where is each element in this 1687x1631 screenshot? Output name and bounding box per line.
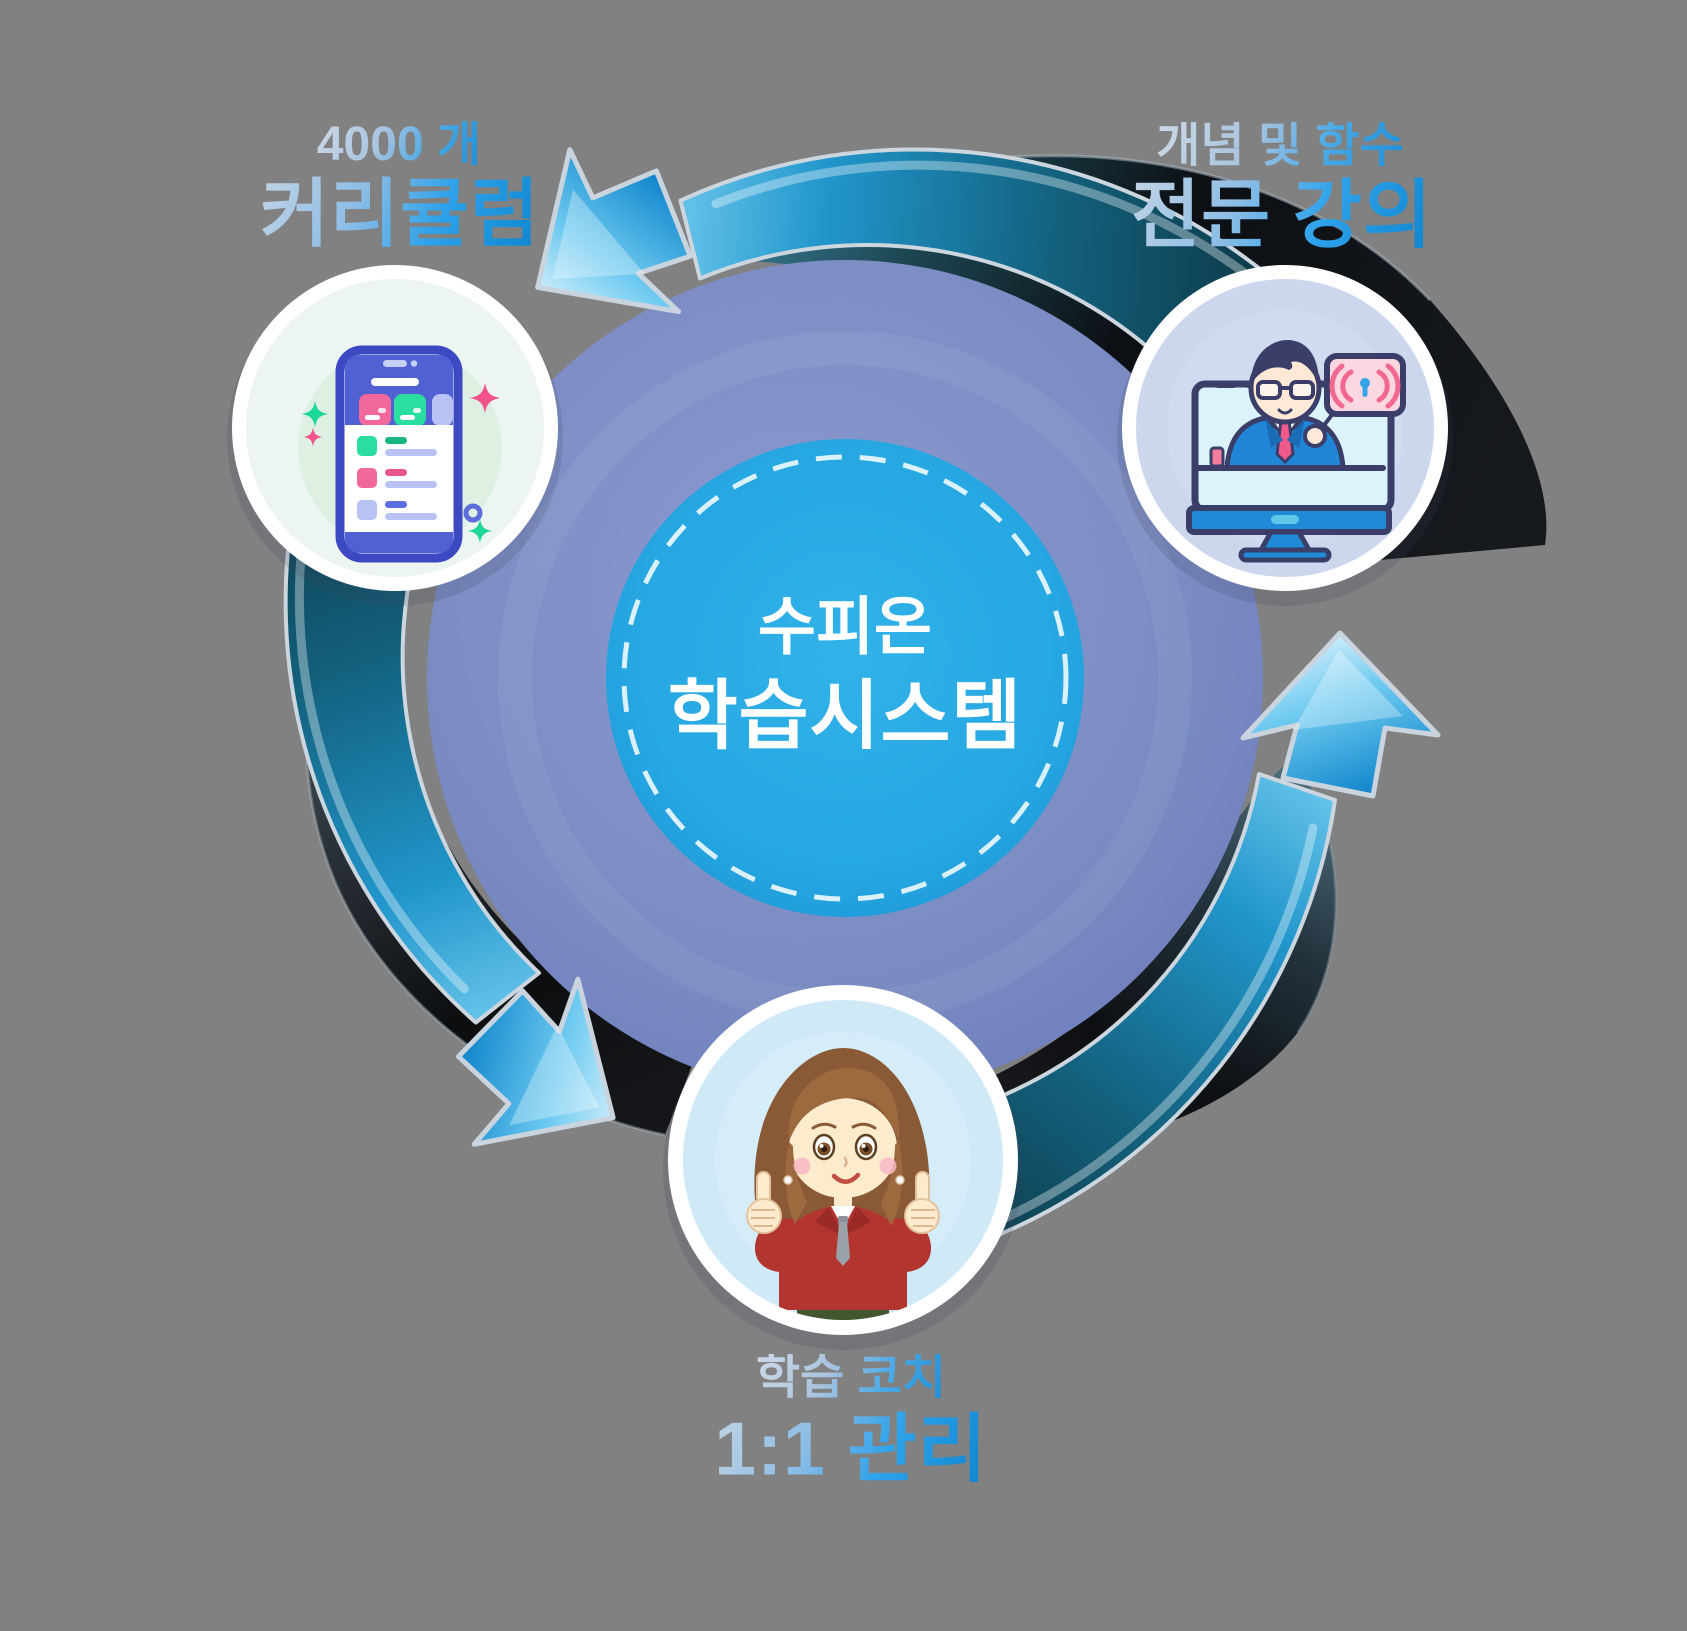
lecture-label-line1: 개념 및 함수 [1156, 119, 1404, 172]
coach-label-line2: 1:1 관리 [714, 1406, 988, 1491]
teacher-on-monitor-icon [1186, 340, 1406, 563]
center-circle [606, 439, 1084, 917]
curriculum-label-line2: 커리큘럼 [259, 171, 541, 256]
arrow-head-down-left-icon [535, 147, 693, 315]
thumb-up-left-icon [746, 1171, 782, 1234]
coach-label-line1: 학습 코치 [756, 1351, 946, 1404]
cycle-arrow-to-curriculum [535, 147, 1276, 374]
node-curriculum [227, 265, 563, 606]
cycle-arrow-to-coach [283, 446, 616, 1147]
sparkle-icons [301, 382, 501, 544]
center-title-line1: 수피온 [758, 592, 932, 663]
cycle-arrow-to-lecture [921, 630, 1441, 1256]
center-dashed-ring [621, 454, 1069, 902]
thumbs-up-coach-icon [746, 1048, 940, 1320]
lecture-label-line2: 전문 강의 [1131, 172, 1433, 257]
curriculum-label-line1: 4000 개 [316, 118, 482, 171]
smartphone-app-icon [298, 345, 502, 563]
arrow-head-down-right-icon [455, 976, 616, 1147]
node-lecture [1117, 265, 1453, 606]
arrow-head-up-icon [1240, 630, 1441, 799]
broadcast-sign-icon [1324, 353, 1406, 417]
center-title-line2: 학습시스템 [667, 674, 1023, 759]
node-coach [663, 985, 1023, 1350]
thumb-up-right-icon [904, 1171, 940, 1234]
